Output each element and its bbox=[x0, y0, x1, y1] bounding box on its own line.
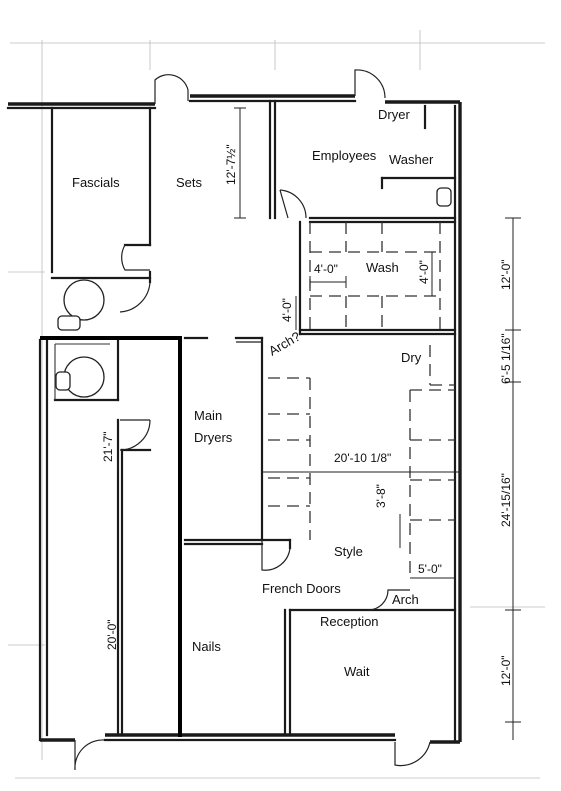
label-sets: Sets bbox=[176, 175, 203, 190]
dim-right-big: 24'-15/16" bbox=[499, 473, 513, 527]
dim-right-bottom: 12'-0" bbox=[499, 655, 513, 686]
label-dryer: Dryer bbox=[378, 107, 410, 122]
label-dry: Dry bbox=[401, 350, 422, 365]
label-wait: Wait bbox=[344, 664, 370, 679]
label-dryers: Dryers bbox=[194, 430, 233, 445]
dim-right-mid: 6'-5 1/16" bbox=[499, 333, 513, 384]
label-reception: Reception bbox=[320, 614, 379, 629]
dimension-lines bbox=[117, 107, 521, 740]
label-main: Main bbox=[194, 408, 222, 423]
label-washer: Washer bbox=[389, 152, 434, 167]
dim-main-width: 20'-10 1/8" bbox=[334, 451, 391, 465]
label-french-doors: French Doors bbox=[262, 581, 341, 596]
label-arch: Arch bbox=[392, 592, 419, 607]
dim-left-low: 20'-0" bbox=[105, 619, 119, 650]
exterior-walls bbox=[6, 94, 462, 744]
label-fascials: Fascials bbox=[72, 175, 120, 190]
label-wash: Wash bbox=[366, 260, 399, 275]
dimension-labels: 12'-7½" 4'-0" 4'-0" 4'-0" 12'-0" 6'-5 1/… bbox=[101, 144, 513, 686]
restroom-fixtures bbox=[54, 187, 452, 400]
dim-style-width: 5'-0" bbox=[418, 562, 442, 576]
dim-right-top: 12'-0" bbox=[499, 259, 513, 290]
sheet-guidelines bbox=[8, 30, 545, 779]
dim-left-vertical: 4'-0" bbox=[280, 298, 294, 322]
dim-sets-height: 12'-7½" bbox=[224, 144, 238, 185]
stall-partitions bbox=[268, 222, 455, 575]
label-nails: Nails bbox=[192, 639, 221, 654]
label-style: Style bbox=[334, 544, 363, 559]
room-labels: Fascials Sets Dryer Employees Washer Was… bbox=[72, 107, 434, 679]
label-employees: Employees bbox=[312, 148, 377, 163]
dim-style-vertical: 3'-8" bbox=[374, 484, 388, 508]
doors bbox=[74, 69, 431, 771]
heavy-partition bbox=[40, 336, 182, 737]
label-arch-question: Arch? bbox=[266, 329, 303, 359]
dim-wash-width: 4'-0" bbox=[314, 262, 338, 276]
dim-left-mid: 21'-7" bbox=[101, 431, 115, 462]
dim-wash-vertical: 4'-0" bbox=[417, 260, 431, 284]
